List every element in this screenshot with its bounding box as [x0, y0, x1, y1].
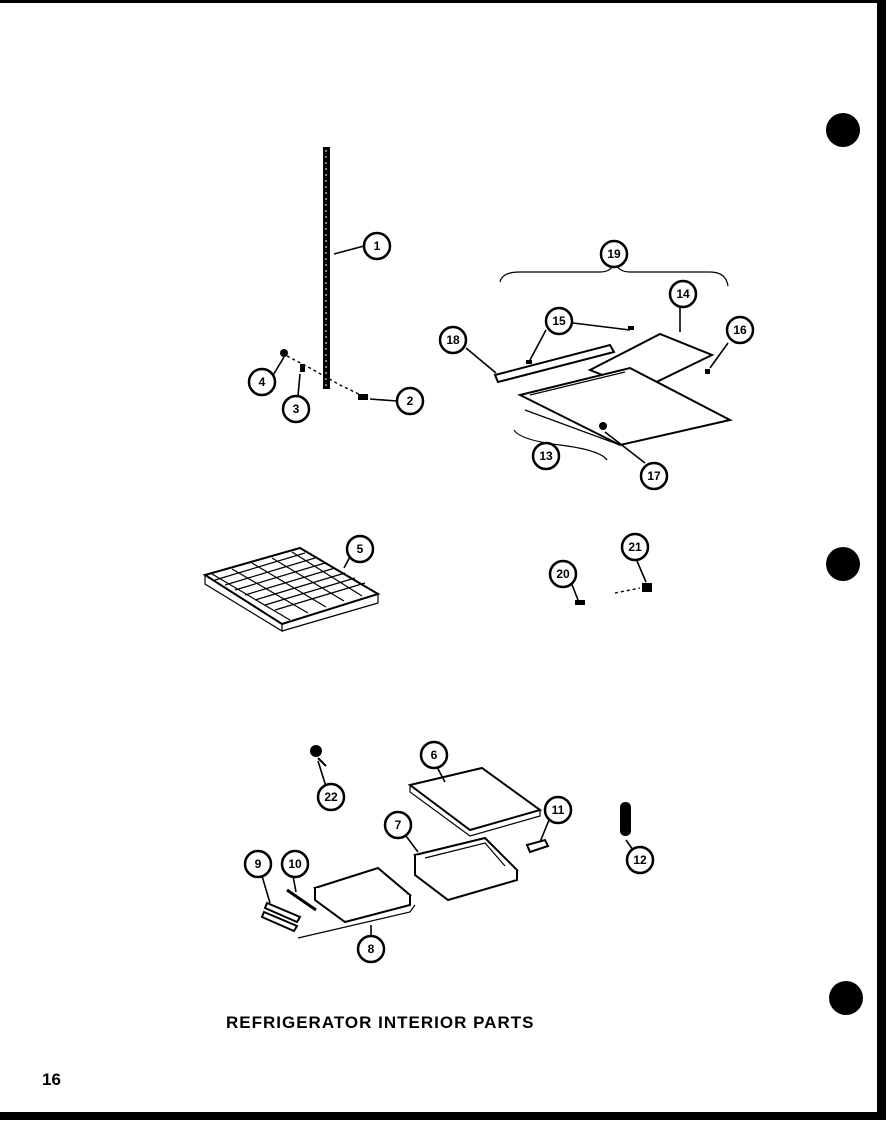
callout-14: 14: [668, 279, 698, 309]
svg-text:14: 14: [676, 287, 690, 301]
svg-text:19: 19: [607, 247, 621, 261]
callout-12: 12: [625, 845, 655, 875]
exploded-parts-drawing: 1 2 3 4 5 6 7 8 9 10 11 12 13 14 15 16 1…: [202, 147, 755, 964]
svg-text:6: 6: [431, 748, 438, 762]
part-bumper: [620, 802, 631, 836]
part-pan-small: [297, 866, 416, 939]
callout-1: 1: [362, 231, 392, 261]
svg-text:21: 21: [628, 540, 642, 554]
svg-text:17: 17: [647, 469, 661, 483]
part-shelf-rail: [323, 147, 330, 389]
diagram-caption: REFRIGERATOR INTERIOR PARTS: [226, 1013, 535, 1032]
callout-11: 11: [543, 795, 573, 825]
svg-text:15: 15: [552, 314, 566, 328]
svg-text:13: 13: [539, 449, 553, 463]
part-pin: [525, 838, 550, 854]
callout-13: 13: [531, 441, 561, 471]
svg-text:12: 12: [633, 853, 647, 867]
callout-10: 10: [280, 849, 310, 879]
part-rail-hardware: [280, 349, 368, 400]
part-small-hardware: [575, 583, 652, 605]
callout-3: 3: [281, 394, 311, 424]
callout-2: 2: [395, 386, 425, 416]
svg-text:1: 1: [374, 239, 381, 253]
svg-text:10: 10: [288, 857, 302, 871]
callouts: 1 2 3 4 5 6 7 8 9 10 11 12 13 14 15 16 1…: [243, 231, 755, 964]
svg-text:2: 2: [407, 394, 414, 408]
callout-22: 22: [316, 782, 346, 812]
binder-hole-top: [826, 113, 860, 147]
callout-6: 6: [419, 740, 449, 770]
callout-7: 7: [383, 810, 413, 840]
svg-text:20: 20: [556, 567, 570, 581]
svg-text:18: 18: [446, 333, 460, 347]
callout-8: 8: [356, 934, 386, 964]
svg-text:22: 22: [324, 790, 338, 804]
svg-text:4: 4: [259, 375, 266, 389]
svg-text:3: 3: [293, 402, 300, 416]
part-knob: [310, 745, 327, 767]
svg-text:11: 11: [552, 803, 565, 817]
part-pan-cover: [407, 766, 543, 837]
part-pan-large: [413, 836, 519, 902]
svg-text:7: 7: [395, 818, 402, 832]
callout-20: 20: [548, 559, 578, 589]
callout-19: 19: [599, 239, 629, 269]
callout-16: 16: [725, 315, 755, 345]
binder-hole-bottom: [829, 981, 863, 1015]
part-wire-shelf: [202, 546, 381, 633]
callout-15: 15: [544, 306, 574, 336]
callout-4: 4: [247, 367, 277, 397]
part-slides: [260, 888, 317, 933]
svg-text:8: 8: [368, 942, 375, 956]
callout-17: 17: [639, 461, 669, 491]
svg-text:5: 5: [357, 542, 364, 556]
leader-lines: [261, 245, 729, 937]
callout-5: 5: [345, 534, 375, 564]
svg-text:16: 16: [733, 323, 747, 337]
page-number: 16: [42, 1070, 61, 1089]
binder-hole-middle: [826, 547, 860, 581]
callout-18: 18: [438, 325, 468, 355]
svg-text:9: 9: [255, 857, 262, 871]
callout-9: 9: [243, 849, 273, 879]
callout-21: 21: [620, 532, 650, 562]
